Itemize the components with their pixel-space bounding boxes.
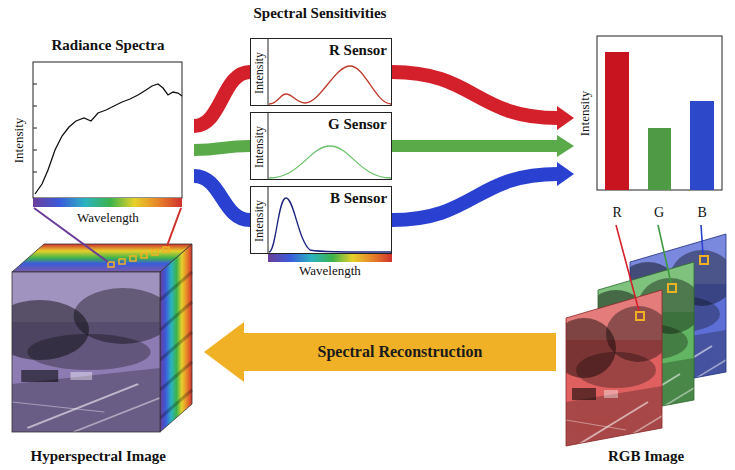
hyperspectral-cube: Hyperspectral Image (4, 238, 204, 468)
edge-label: Spectral Reconstruction (315, 343, 486, 361)
sensor-title: G Sensor (328, 116, 387, 133)
sensor-plot: G SensorIntensity (250, 112, 392, 180)
cube-side (160, 244, 192, 432)
red-bar (605, 52, 629, 190)
axis-label: Intensity (253, 126, 267, 168)
band (194, 176, 250, 220)
leader-line (167, 208, 181, 246)
axis-ticks (33, 84, 37, 172)
axis-label: Wavelength (299, 264, 361, 279)
image-edge (566, 290, 662, 446)
arrowhead (557, 106, 574, 130)
axis-label: Intensity (578, 90, 593, 136)
pixel-spectrum (108, 247, 169, 267)
cube-front (12, 272, 160, 432)
sensitivity-curve (269, 66, 391, 104)
band (392, 72, 558, 118)
group-heading: Spectral Sensitivities (254, 5, 387, 22)
blue-arrow (392, 162, 574, 220)
wavelength-bar (268, 254, 392, 262)
sensor-plot: R SensorIntensity (250, 38, 392, 106)
plot-frame (33, 62, 182, 198)
sensitivity-curve (269, 198, 391, 252)
rgb-image-stack: RGB Image (556, 228, 734, 468)
sensitivity-curve (269, 146, 391, 178)
rgb-bar-chart: Intensity (574, 32, 726, 194)
channel-label: R (613, 205, 622, 221)
green-arrow (392, 135, 574, 157)
axis-label: Intensity (253, 200, 267, 242)
green-bar (648, 128, 671, 190)
axis-line (268, 38, 269, 254)
cube-bands (160, 272, 192, 418)
arrowhead (557, 135, 574, 157)
green-band (194, 146, 250, 150)
pixel-marker (668, 284, 676, 292)
leader-line (701, 225, 703, 255)
chart-frame (597, 36, 722, 190)
image-caption: Hyperspectral Image (31, 448, 166, 465)
band (392, 140, 558, 152)
sensor-title: R Sensor (329, 42, 387, 59)
pixel-marker (700, 256, 708, 264)
channel-label: G (654, 205, 664, 221)
channel-label: B (698, 205, 707, 221)
leader-line (616, 225, 639, 311)
image-caption: RGB Image (608, 448, 684, 465)
arrow-body (204, 322, 556, 382)
spectrum-plot: Radiance SpectraIntensityWavelength (6, 34, 194, 232)
red-arrow (392, 72, 574, 130)
cube-edge (12, 272, 160, 432)
plot-heading: Radiance Spectra (52, 37, 165, 54)
wavelength-bar (33, 198, 182, 207)
sensor-plot: B SensorIntensity (250, 186, 392, 254)
arrowhead (557, 162, 574, 186)
axis-label: Wavelength (77, 211, 139, 226)
blue-bar (690, 101, 714, 190)
band (392, 174, 558, 220)
axis-label: Intensity (253, 52, 267, 94)
sensor-title: B Sensor (330, 190, 387, 207)
leader-line (658, 225, 671, 283)
pixel-marker (636, 312, 644, 320)
red-channel-image (552, 290, 670, 450)
red-band (194, 72, 250, 126)
spectrum-curve (35, 84, 182, 194)
blue-band (194, 176, 250, 220)
band (194, 72, 250, 126)
band (194, 146, 250, 150)
axis-label: Intensity (12, 117, 27, 163)
reconstruction-arrow (204, 322, 556, 382)
